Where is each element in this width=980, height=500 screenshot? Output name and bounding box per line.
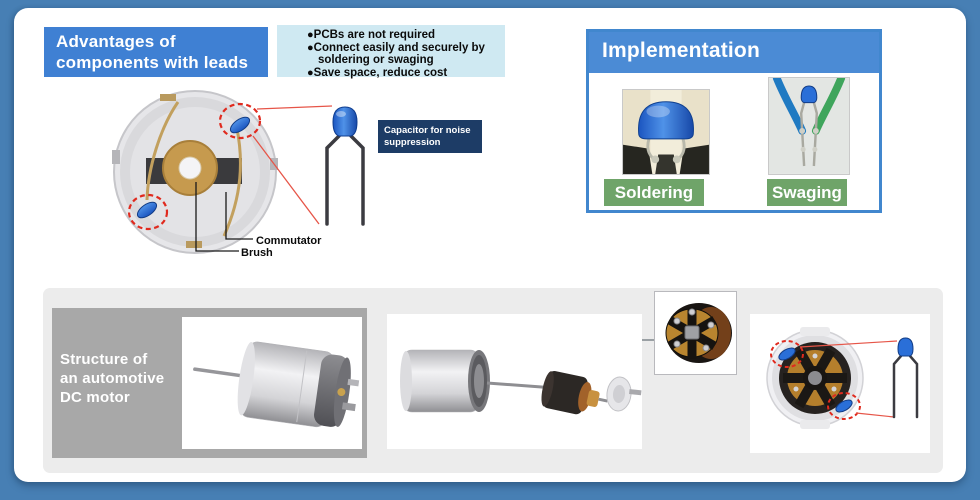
- bullet-item: ●Connect easily and securely by solderin…: [307, 41, 485, 67]
- capacitor-lead-illustration-small: [892, 337, 919, 419]
- bullet-item: ●PCBs are not required: [307, 29, 436, 41]
- bullet-icon: ●: [307, 66, 314, 79]
- capacitor-lead-illustration: [325, 106, 365, 226]
- advantages-header: Advantages of components with leads: [44, 27, 268, 77]
- implementation-panel: Implementation Soldering Swaging: [586, 29, 882, 213]
- highlight-circle: [218, 102, 262, 140]
- motor-exploded-photo: [387, 314, 642, 449]
- highlight-circle: [827, 392, 861, 420]
- structure-panel: Structure of an automotive DC motor: [43, 288, 943, 473]
- highlight-circle: [127, 193, 169, 231]
- rotor-inset-photo: [654, 291, 737, 375]
- swaging-label: Swaging: [767, 179, 847, 206]
- bullet-item: ●Save space, reduce cost: [307, 66, 448, 79]
- motor-cross-section-illustration: [112, 90, 365, 254]
- advantages-title-line1: Advantages of: [56, 32, 176, 51]
- structure-title: Structure of an automotive DC motor: [60, 351, 165, 406]
- motor-assembled-photo: [182, 317, 362, 449]
- bullet-icon: ●: [307, 29, 314, 41]
- advantages-title-line2: components with leads: [56, 53, 249, 72]
- soldering-photo: [622, 89, 710, 175]
- swaging-photo: [768, 77, 850, 175]
- advantages-bullets: ●PCBs are not required ●Connect easily a…: [277, 25, 505, 79]
- content-card: Advantages of components with leads ●PCB…: [14, 8, 966, 482]
- bullet-icon: ●: [307, 41, 314, 54]
- capacitor-chip-bottomleft: [136, 201, 158, 219]
- capacitor-chip-topright: [229, 116, 251, 134]
- capacitor-label: Capacitor for noise suppression: [378, 120, 482, 153]
- commutator-label: Commutator: [256, 235, 322, 247]
- brush-label: Brush: [241, 247, 273, 259]
- highlight-circle: [770, 340, 804, 368]
- motor-endcap-photo: [750, 314, 930, 453]
- soldering-label: Soldering: [604, 179, 704, 206]
- implementation-header: Implementation: [589, 32, 879, 73]
